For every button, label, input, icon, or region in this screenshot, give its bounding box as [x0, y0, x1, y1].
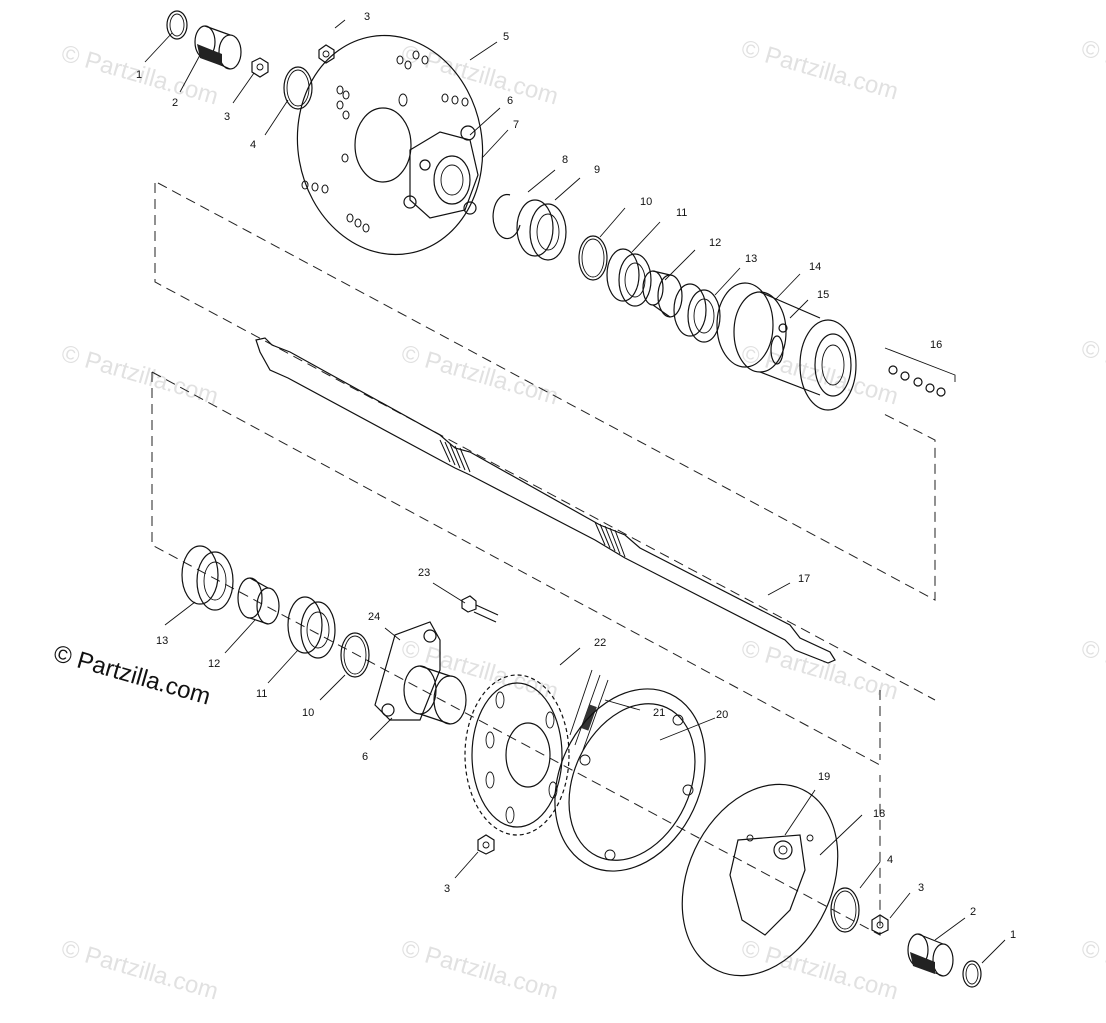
callout: 8 — [562, 154, 568, 166]
callout: 1 — [136, 69, 142, 81]
part-11-race — [606, 248, 652, 307]
callout: 20 — [716, 709, 728, 721]
part-13-race-lower — [181, 545, 234, 611]
watermark: © Partzilla.com — [398, 40, 561, 111]
callout: 23 — [418, 567, 430, 579]
callout: 9 — [594, 164, 600, 176]
part-1-snap-ring — [166, 10, 188, 40]
callout: 3 — [918, 882, 924, 894]
part-24-hub-lower — [374, 621, 467, 725]
watermark: © Partzilla.com — [58, 935, 221, 1006]
part-1-snap-ring-lower — [962, 960, 982, 988]
callout: 13 — [745, 253, 757, 265]
part-5-brake-disc — [296, 34, 484, 256]
part-16-hardware-kit — [884, 347, 956, 397]
callout: 19 — [818, 771, 830, 783]
callout-labels: 1 2 3 3 4 5 6 7 8 9 10 11 12 13 14 15 16… — [136, 11, 1016, 941]
callout: 4 — [887, 854, 893, 866]
part-21-chain-link — [569, 669, 609, 751]
watermark: © Partzilla.com — [1078, 635, 1106, 706]
watermark: © Partzilla.com — [738, 35, 901, 106]
assembly-guide-lines — [151, 182, 936, 936]
callout: 15 — [817, 289, 829, 301]
callout: 3 — [364, 11, 370, 23]
callout: 5 — [503, 31, 509, 43]
watermark: © Partzilla.com — [1078, 335, 1106, 406]
leader-lines — [144, 19, 1006, 964]
callout: 4 — [250, 139, 256, 151]
callout: 3 — [224, 111, 230, 123]
callout: 14 — [809, 261, 821, 273]
callout: 10 — [302, 707, 314, 719]
callout: 2 — [970, 906, 976, 918]
part-10-o-ring-lower — [340, 632, 370, 678]
watermarks: © Partzilla.com © Partzilla.com © Partzi… — [58, 35, 1106, 1006]
watermark: © Partzilla.com — [738, 635, 901, 706]
callout: 11 — [256, 688, 267, 700]
part-13-race — [673, 283, 721, 343]
part-9-bearing — [516, 199, 567, 261]
part-18-brake-disc-lower — [681, 783, 839, 977]
part-14-housing — [716, 282, 857, 411]
callout: 18 — [873, 808, 885, 820]
part-7-hub — [403, 125, 479, 219]
part-15-grease-fitting — [778, 323, 788, 333]
callout: 3 — [444, 883, 450, 895]
callout: 2 — [172, 97, 178, 109]
part-3-nut-lower-right — [871, 914, 889, 935]
watermark: © Partzilla.com — [738, 340, 901, 411]
watermark: © Partzilla.com — [1078, 935, 1106, 1006]
part-8-snap-ring — [492, 193, 521, 240]
callout: 21 — [653, 707, 665, 719]
part-12-roller-bearing-lower — [237, 577, 280, 625]
callout: 12 — [208, 658, 220, 670]
part-23-bolt — [461, 595, 499, 623]
callout: 24 — [368, 611, 380, 623]
watermark: © Partzilla.com — [398, 635, 561, 706]
part-3-nut-disc — [318, 44, 335, 64]
watermark: © Partzilla.com — [398, 935, 561, 1006]
part-2-bushing-lower — [907, 933, 954, 977]
callout: 6 — [362, 751, 368, 763]
watermark: © Partzilla.com — [58, 340, 221, 411]
watermark: © Partzilla.com — [738, 935, 901, 1006]
watermark: © Partzilla.com — [1078, 35, 1106, 106]
callout: 11 — [676, 207, 687, 219]
callout: 12 — [709, 237, 721, 249]
part-11-race-lower — [287, 596, 336, 659]
watermark: © Partzilla.com — [398, 340, 561, 411]
part-4-o-ring — [283, 66, 313, 110]
part-2-bushing — [194, 25, 242, 70]
part-10-o-ring — [578, 235, 608, 281]
callout: 13 — [156, 635, 168, 647]
part-20-brake-caliper-ring — [554, 688, 706, 872]
callout: 16 — [930, 339, 942, 351]
callout: 17 — [798, 573, 810, 585]
callout: 10 — [640, 196, 652, 208]
part-17-axle — [255, 337, 836, 664]
callout: 1 — [1010, 929, 1016, 941]
part-22-sprocket — [464, 674, 570, 836]
callout: 6 — [507, 95, 513, 107]
part-3-nut — [251, 57, 269, 78]
part-4-o-ring-lower — [830, 887, 860, 933]
part-3-nut-lower — [477, 834, 495, 855]
callout: 7 — [513, 119, 519, 131]
callout: 22 — [594, 637, 606, 649]
